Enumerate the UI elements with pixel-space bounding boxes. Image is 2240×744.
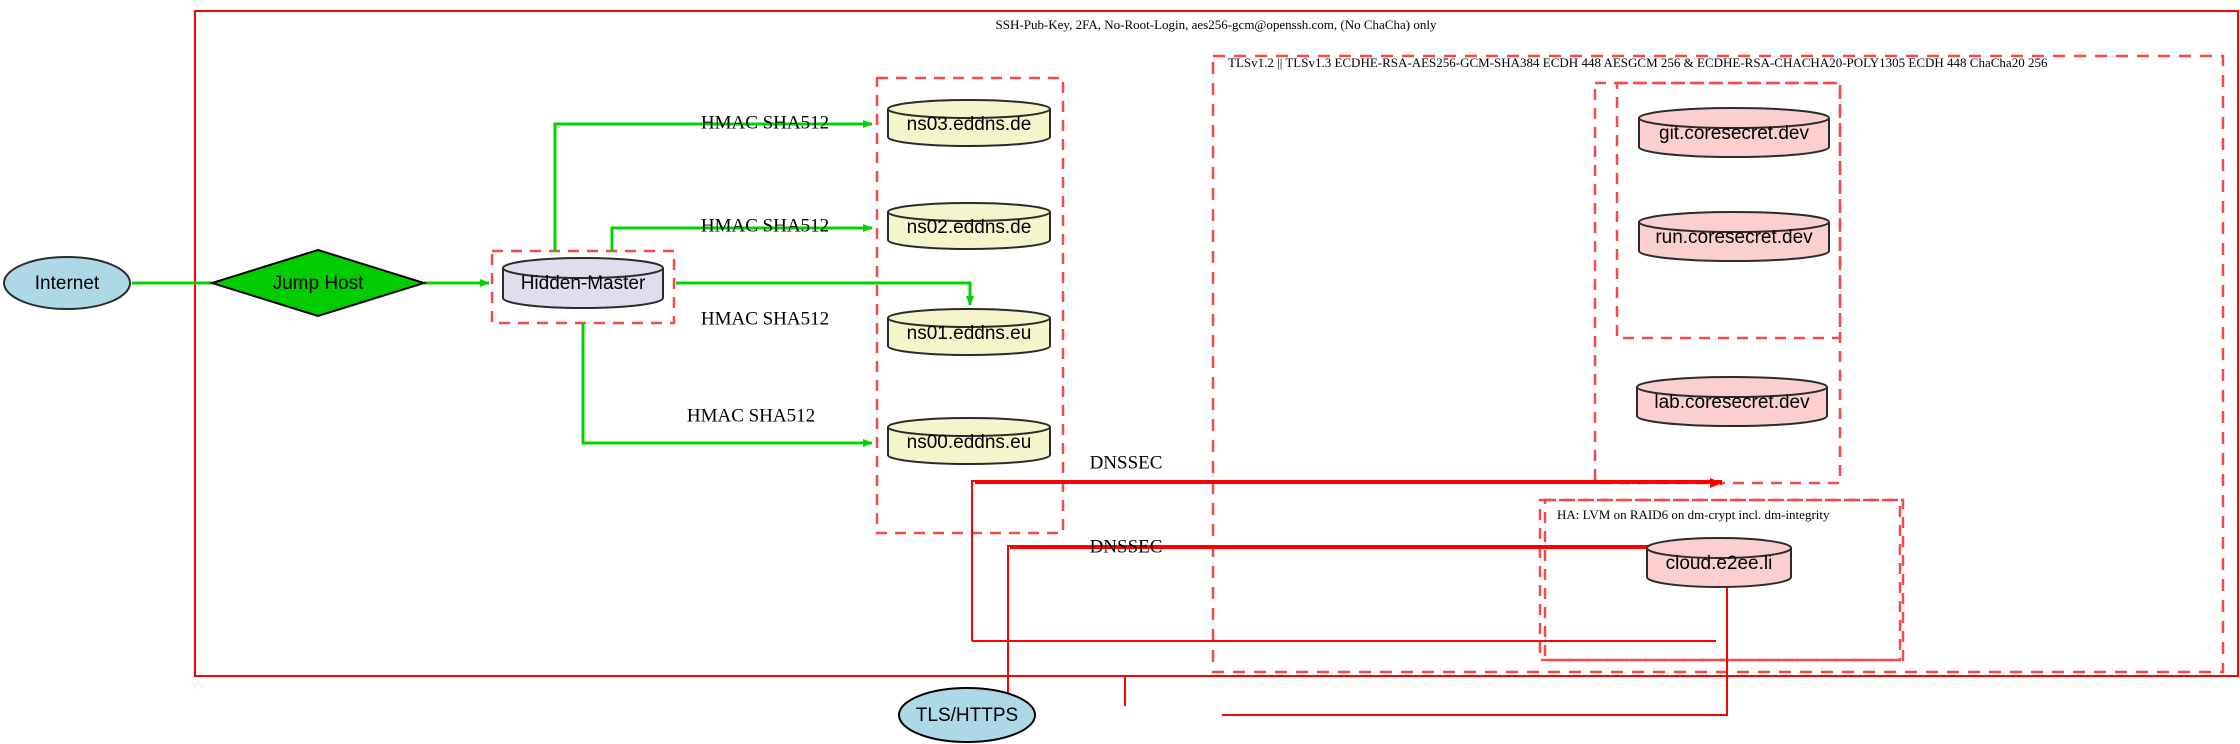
node-run-label: run.coresecret.dev (1655, 227, 1813, 248)
cluster-tls-boundary (1211, 54, 2225, 674)
run-top (1638, 221, 1830, 233)
cluster-ha-boundary-label: HA: LVM on RAID6 on dm-crypt incl. dm-in… (1557, 507, 1830, 522)
cluster-cloud-zone (1538, 498, 1905, 662)
node-run-coresecret[interactable]: run.coresecret.dev (1638, 211, 1830, 262)
internet-shape (3, 256, 131, 310)
edge-label-dnssec-bottom: DNSSEC (1090, 536, 1163, 557)
edge-label-hmac-ns00: HMAC SHA512 (687, 405, 815, 426)
node-ns02-label: ns02.eddns.de (907, 217, 1032, 238)
ns03-top (887, 108, 1051, 119)
git-top (1638, 117, 1830, 129)
edge-tls-https-to-cloud (1222, 552, 1728, 716)
node-ns01[interactable]: ns01.eddns.eu (887, 308, 1051, 356)
edge-hidden-master-to-ns01 (676, 281, 974, 306)
edge-label-hmac-ns01: HMAC SHA512 (701, 308, 829, 329)
ns00-top (887, 426, 1051, 437)
git-shape (1638, 107, 1830, 158)
node-tls-https[interactable]: TLS/HTTPS (898, 687, 1036, 743)
ns01-top (887, 317, 1051, 328)
edge-hidden-master-to-ns03 (553, 120, 873, 251)
node-ns00[interactable]: ns00.eddns.eu (887, 417, 1051, 465)
node-ns00-label: ns00.eddns.eu (907, 432, 1032, 453)
ns00-shape (887, 417, 1051, 465)
edge-hidden-master-to-ns00 (581, 323, 873, 447)
cluster-tls-boundary-label: TLSv1.2 || TLSv1.3 ECDHE-RSA-AES256-GCM-… (1228, 55, 2048, 70)
ns03-shape (887, 99, 1051, 147)
node-hidden-master[interactable]: Hidden-Master (502, 257, 664, 309)
node-internet-label: Internet (35, 273, 100, 294)
lab-top (1636, 386, 1828, 398)
node-ns02[interactable]: ns02.eddns.de (887, 202, 1051, 250)
edge-label-hmac-ns03: HMAC SHA512 (701, 112, 829, 133)
ns01-shape (887, 308, 1051, 356)
cluster-ssh-boundary (194, 10, 2239, 677)
node-cloud-e2ee[interactable]: cloud.e2ee.li (1646, 537, 1792, 588)
node-git-label: git.coresecret.dev (1659, 123, 1809, 144)
edge-label-dnssec-top: DNSSEC (1090, 452, 1163, 473)
node-jump-host-label: Jump Host (273, 273, 365, 294)
node-internet[interactable]: Internet (3, 256, 131, 310)
node-jump-host[interactable]: Jump Host (208, 248, 428, 318)
tls-https-shape (898, 687, 1036, 743)
jump-host-shape (208, 248, 428, 318)
node-ns03[interactable]: ns03.eddns.de (887, 99, 1051, 147)
edge-label-hmac-ns02: HMAC SHA512 (701, 215, 829, 236)
node-ns01-label: ns01.eddns.eu (907, 323, 1032, 344)
node-lab-coresecret[interactable]: lab.coresecret.dev (1636, 376, 1828, 427)
cloud-shape (1646, 537, 1792, 588)
cluster-coresecret-inner-zone (1615, 81, 1842, 340)
node-git-coresecret[interactable]: git.coresecret.dev (1638, 107, 1830, 158)
cluster-dns-zone (875, 76, 1065, 535)
node-hidden-master-label: Hidden-Master (521, 273, 646, 294)
cloud-top (1646, 547, 1792, 559)
ns02-shape (887, 202, 1051, 250)
hidden-master-shape (502, 257, 664, 309)
edge-hidden-master-to-ns02 (610, 224, 873, 251)
node-tls-https-label: TLS/HTTPS (916, 705, 1018, 726)
node-cloud-label: cloud.e2ee.li (1666, 553, 1773, 574)
cluster-ssh-boundary-label: SSH-Pub-Key, 2FA, No-Root-Login, aes256-… (996, 17, 1437, 32)
hidden-master-top (502, 267, 664, 279)
node-lab-label: lab.coresecret.dev (1654, 392, 1810, 413)
run-shape (1638, 211, 1830, 262)
lab-shape (1636, 376, 1828, 427)
ns02-top (887, 211, 1051, 222)
node-ns03-label: ns03.eddns.de (907, 114, 1032, 135)
